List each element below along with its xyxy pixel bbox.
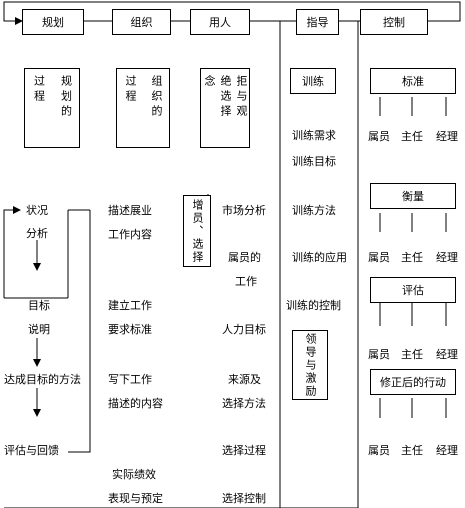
plan-process-col-1: 规划的 (59, 75, 73, 120)
org-process-col-2: 过程 (124, 75, 137, 105)
org-build-work: 建立工作 (108, 299, 152, 312)
plan-analysis: 分析 (26, 227, 48, 240)
staff-concept-col-1: 拒与观 (235, 75, 248, 120)
role-manager-3: 经理 (436, 348, 458, 361)
measure-box: 衡量 (370, 183, 456, 209)
organize-box: 组织 (112, 9, 171, 35)
staff-concept-col-3: 念 (203, 75, 216, 90)
org-process-box: 组织的 过程 (116, 68, 170, 148)
staff-selection-method: 选择方法 (222, 397, 266, 410)
corrective-action-box: 修正后的行动 (370, 369, 456, 395)
leadership-box: 领导与激励 (292, 330, 328, 400)
org-describe-business: 描述展业 (108, 204, 152, 217)
plan-feedback: 评估与回馈 (4, 444, 59, 457)
org-write-work: 写下工作 (108, 373, 152, 386)
training-methods: 训练方法 (292, 204, 336, 217)
staff-subordinate-of: 属员的 (228, 251, 261, 264)
recruit-select-box: 增员、选择 (183, 195, 211, 267)
training-application: 训练的应用 (292, 251, 347, 264)
staff-source: 来源及 (228, 373, 261, 386)
role-subordinate-2: 属员 (368, 251, 390, 264)
org-process-col-1: 组织的 (150, 75, 163, 120)
plan-box: 规划 (22, 9, 84, 35)
plan-explanation: 说明 (28, 323, 50, 336)
training-needs: 训练需求 (292, 129, 336, 142)
staff-manpower-goal: 人力目标 (222, 323, 266, 336)
role-subordinate-4: 属员 (368, 444, 390, 457)
training-box: 训练 (290, 68, 336, 94)
org-work-content: 工作内容 (108, 228, 152, 241)
staff-box: 用人 (190, 9, 250, 35)
staff-selection-process: 选择过程 (222, 444, 266, 457)
staff-market-analysis: 市场分析 (222, 204, 266, 217)
role-manager-1: 经理 (436, 130, 458, 143)
direct-box: 指导 (296, 9, 339, 35)
staff-work: 工作 (235, 275, 257, 288)
org-described-content: 描述的内容 (108, 397, 163, 410)
org-performance-vs-plan: 表现与预定 (108, 492, 163, 505)
control-box: 控制 (360, 9, 428, 35)
role-director-4: 主任 (401, 444, 423, 457)
plan-process-box: 规划的 过程 (24, 68, 80, 148)
role-director-1: 主任 (401, 130, 423, 143)
plan-process-col-2: 过程 (32, 75, 46, 105)
plan-goal: 目标 (28, 299, 50, 312)
role-subordinate-3: 属员 (368, 348, 390, 361)
plan-situation: 状况 (26, 204, 48, 217)
role-director-3: 主任 (401, 348, 423, 361)
evaluate-box: 评估 (370, 277, 456, 303)
role-manager-2: 经理 (436, 251, 458, 264)
recruit-select-label: 增员、选择 (191, 198, 204, 264)
role-director-2: 主任 (401, 251, 423, 264)
plan-method: 达成目标的方法 (4, 373, 81, 386)
standard-box: 标准 (370, 68, 456, 94)
training-control: 训练的控制 (286, 299, 341, 312)
staff-concept-col-2: 绝选择 (219, 75, 232, 120)
leadership-label: 领导与激励 (304, 332, 317, 398)
role-manager-4: 经理 (436, 444, 458, 457)
role-subordinate-1: 属员 (368, 130, 390, 143)
org-actual-performance: 实际绩效 (112, 468, 156, 481)
org-required-standard: 要求标准 (108, 323, 152, 336)
staff-selection-control: 选择控制 (222, 492, 266, 505)
training-goals: 训练目标 (292, 155, 336, 168)
staff-concept-box: 拒与观 绝选择 念 (200, 68, 250, 148)
